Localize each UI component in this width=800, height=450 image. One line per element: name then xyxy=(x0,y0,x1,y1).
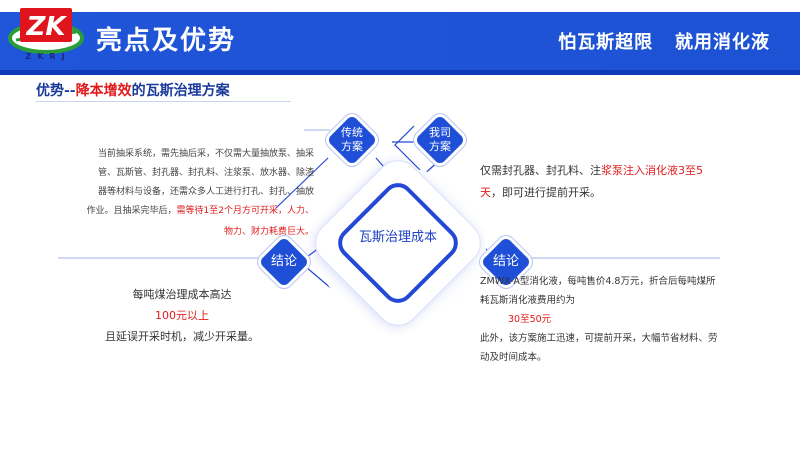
subtitle-divider xyxy=(36,101,291,102)
traditional-line: 当前抽采系统，需先抽后采，不仅需大量抽放泵、抽采 xyxy=(97,149,314,159)
badge-ours-label: 我司方案 xyxy=(429,126,451,153)
subtitle-suffix: 的瓦斯治理方案 xyxy=(131,83,230,99)
badge-conclusion-left: 结论 xyxy=(256,234,312,290)
badge-conclusion-right: 结论 xyxy=(478,234,534,290)
conclusion-right-line: ZMWX-A型消化液，每吨售价4.8万元，折合后每吨煤所 xyxy=(480,276,716,287)
subtitle-prefix: 优势-- xyxy=(36,83,76,99)
traditional-line-highlight: 物力、财力耗费巨大。 xyxy=(223,227,314,237)
logo-text: ZK xyxy=(26,12,68,42)
conclusion-right-description: ZMWX-A型消化液，每吨售价4.8万元，折合后每吨煤所 耗瓦斯消化液费用约为 … xyxy=(480,272,760,367)
traditional-line: 作业。且抽采完毕后，需等待1至2个月方可开采，人力、 xyxy=(56,202,314,221)
traditional-line: 管、瓦斯管、封孔器、封孔料、注浆泵、放水器、除渣 xyxy=(97,168,314,178)
traditional-line-highlight: 需等待1至2个月方可开采，人力、 xyxy=(176,206,314,216)
logo-icon: ZK xyxy=(8,8,84,54)
conclusion-right-line: 动及时间成本。 xyxy=(480,352,547,363)
page-title: 亮点及优势 xyxy=(96,26,237,56)
badge-ours: 我司方案 xyxy=(412,112,468,168)
subtitle-highlight: 降本增效 xyxy=(75,83,132,99)
ours-line-plain: ，即可进行提前开采。 xyxy=(491,186,601,199)
header: ZK ZKRJ 亮点及优势 怕瓦斯超限 就用消化液 xyxy=(0,0,800,75)
ours-line: 天，即可进行提前开采。 xyxy=(480,182,750,204)
ours-line-highlight: 天 xyxy=(480,186,491,199)
ours-line-highlight: 浆泵注入消化液3至5 xyxy=(601,164,703,177)
conclusion-left-line: 每吨煤治理成本高达 xyxy=(132,288,232,301)
conclusion-left-line: 且延误开采时机，减少开采量。 xyxy=(105,330,259,343)
traditional-line-plain: 作业。且抽采完毕后， xyxy=(86,206,177,216)
badge-traditional-label: 传统方案 xyxy=(341,126,363,153)
ours-line-plain: 仅需封孔器、封孔料、注 xyxy=(480,164,601,177)
center-label: 瓦斯治理成本 xyxy=(358,230,437,245)
ours-line: 仅需封孔器、封孔料、注浆泵注入消化液3至5 xyxy=(480,160,750,182)
conclusion-right-line: 此外，该方案施工迅速，可提前开采，大幅节省材料、劳 xyxy=(480,333,718,344)
header-band-shadow xyxy=(0,70,800,75)
badge-conclusion-right-label: 结论 xyxy=(492,254,519,269)
conclusion-right-line: 耗瓦斯消化液费用约为 xyxy=(480,295,576,306)
conclusion-left-highlight: 100元以上 xyxy=(155,309,209,322)
ours-description: 仅需封孔器、封孔料、注浆泵注入消化液3至5 天，即可进行提前开采。 xyxy=(480,160,750,204)
company-logo: ZK xyxy=(6,2,86,70)
traditional-description: 当前抽采系统，需先抽后采，不仅需大量抽放泵、抽采 管、瓦斯管、封孔器、封孔料、注… xyxy=(56,145,314,242)
logo-subtext: ZKRJ xyxy=(25,52,71,61)
badge-conclusion-left-label: 结论 xyxy=(270,254,297,269)
header-band xyxy=(0,12,800,70)
conclusion-left-description: 每吨煤治理成本高达 100元以上 且延误开采时机，减少开采量。 xyxy=(82,284,282,347)
header-slogan: 怕瓦斯超限 就用消化液 xyxy=(558,32,770,53)
conclusion-right-highlight: 30至50元 xyxy=(508,314,552,325)
badge-traditional: 传统方案 xyxy=(324,112,380,168)
section-subtitle: 优势--降本增效的瓦斯治理方案 xyxy=(36,80,230,100)
traditional-line: 器等材料与设备，还需众多人工进行打孔、封孔、抽放 xyxy=(97,187,314,197)
